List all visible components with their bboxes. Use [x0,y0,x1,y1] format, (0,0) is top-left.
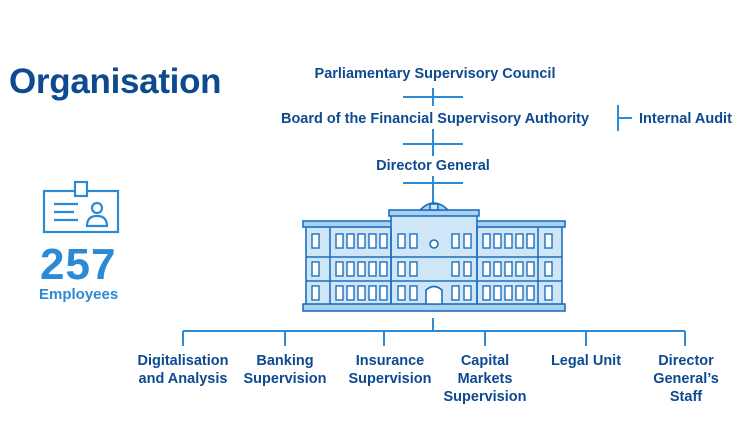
building-window [379,261,388,277]
building-window [379,233,388,249]
building-window [357,233,366,249]
building-window [463,233,472,249]
building-window [504,261,513,277]
dept-director-generals-staff: Director General’s Staff [653,353,719,405]
building-window [397,285,406,301]
director-general-node: Director General [376,158,490,174]
building-window [504,285,513,301]
building-window [515,285,524,301]
building-window [544,233,553,249]
dept-insurance-supervision: Insurance Supervision [348,353,432,387]
building-window [493,261,502,277]
building-window [451,261,460,277]
building-window [346,261,355,277]
building-window [397,233,406,249]
building-window [526,285,535,301]
page-title: Organisation [9,62,222,101]
building-window [544,285,553,301]
building-window [335,285,344,301]
building-window [482,285,491,301]
building-window [493,285,502,301]
building-window [357,285,366,301]
building-window [335,233,344,249]
board-node: Board of the Financial Supervisory Autho… [280,111,590,127]
dept-banking-supervision: Banking Supervision [243,353,327,387]
building-window [379,285,388,301]
building-window [311,233,320,249]
building-window [335,261,344,277]
building-window [463,261,472,277]
building-window [409,261,418,277]
building-window [451,285,460,301]
building-window [526,261,535,277]
building-window [482,233,491,249]
building-windows [311,233,553,301]
building-window [493,233,502,249]
id-badge-icon [42,180,120,234]
building-window [311,261,320,277]
building-window [397,261,406,277]
dept-digitalisation-analysis: Digitalisation and Analysis [137,353,229,387]
building-window [409,285,418,301]
employee-count: 257 [40,240,117,289]
building-window [515,233,524,249]
building-window [451,233,460,249]
building-window [346,285,355,301]
building-window [368,285,377,301]
building-window [311,285,320,301]
dept-capital-markets-supervision: Capital Markets Supervision [443,353,527,405]
building-window [504,233,513,249]
building-window [526,233,535,249]
building-window [346,233,355,249]
building-window [357,261,366,277]
building-window [368,261,377,277]
employee-count-label: Employees [39,286,119,303]
council-node: Parliamentary Supervisory Council [314,66,556,82]
building-window [409,233,418,249]
building-window [544,261,553,277]
dept-legal-unit: Legal Unit [550,353,622,369]
building-window [463,285,472,301]
building-window [515,261,524,277]
internal-audit-node: Internal Audit [639,111,732,127]
building-window [482,261,491,277]
building-window [368,233,377,249]
